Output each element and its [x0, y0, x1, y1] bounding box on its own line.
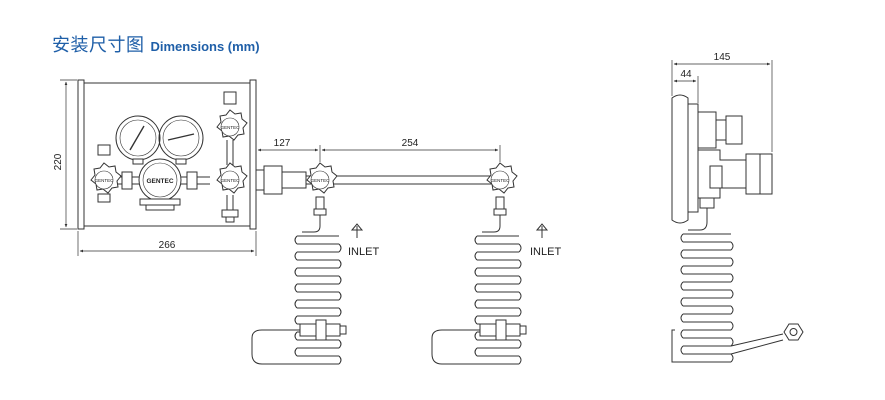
side-view — [671, 94, 773, 224]
dim-side-panel-label: 44 — [680, 69, 692, 80]
inlet-arrow-2 — [535, 223, 549, 238]
valve-3-brand: GENTEC — [221, 178, 241, 183]
dim-valve-spacing — [321, 145, 501, 162]
coil-hose-2 — [431, 215, 527, 365]
pressure-gauge-right — [158, 115, 204, 165]
dim-offset — [255, 145, 321, 168]
page-title: 安装尺寸图 Dimensions (mm) — [52, 31, 260, 57]
dim-offset-label: 127 — [274, 138, 291, 149]
dim-width — [77, 231, 257, 256]
regulator-brand: GENTEC — [146, 178, 173, 185]
panel-piping — [97, 91, 239, 223]
title-chinese: 安装尺寸图 — [52, 35, 145, 56]
valve-1-brand: GENTEC — [95, 178, 115, 183]
dim-side-panel — [673, 76, 699, 103]
dim-height — [60, 79, 77, 230]
panel-valve-top — [216, 109, 248, 141]
inlet-label-2: INLET — [530, 246, 561, 258]
front-panel — [77, 79, 257, 230]
dim-side-total-label: 145 — [714, 52, 731, 63]
title-english: Dimensions (mm) — [150, 39, 260, 54]
inlet-connectors — [313, 196, 507, 216]
manifold-pipe — [255, 165, 498, 195]
manifold-valve-1 — [306, 162, 338, 194]
panel-valve-left — [90, 162, 122, 194]
dim-side-total — [671, 60, 773, 152]
valve-4-brand: GENTEC — [311, 178, 331, 183]
dim-height-label: 220 — [53, 153, 64, 170]
regulator-body — [138, 158, 182, 211]
inlet-arrow-1 — [350, 223, 364, 238]
dim-valve-spacing-label: 254 — [402, 138, 419, 149]
inlet-label-1: INLET — [348, 246, 379, 258]
panel-valve-right — [216, 162, 248, 194]
side-coil-hose — [671, 208, 804, 363]
manifold-valve-2 — [486, 162, 518, 194]
valve-5-brand: GENTEC — [491, 178, 511, 183]
coil-hose-1 — [251, 215, 347, 365]
valve-2-brand: GENTEC — [221, 125, 241, 130]
pressure-gauge-left — [115, 115, 161, 165]
dim-width-label: 266 — [159, 240, 176, 251]
